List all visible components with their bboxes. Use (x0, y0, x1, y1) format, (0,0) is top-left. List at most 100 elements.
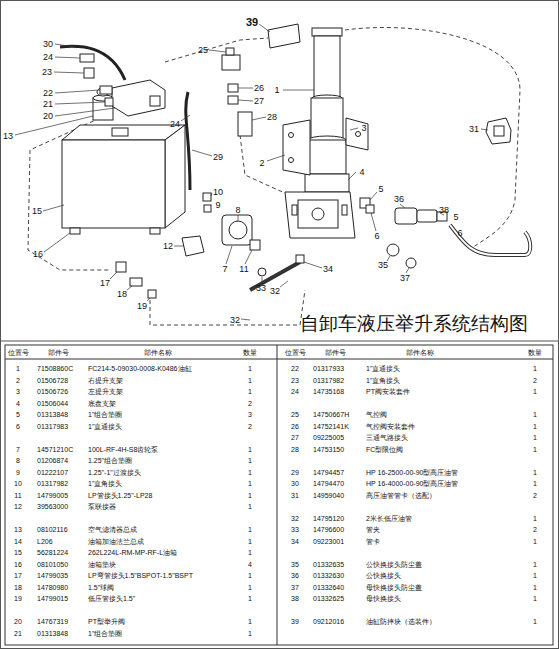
table-cell: 14780980 (37, 583, 68, 590)
table-cell: 2 (248, 422, 252, 429)
table-cell: 14959040 (313, 491, 344, 498)
table-cell: 1 (533, 411, 537, 418)
table-cell: 01317982 (37, 480, 68, 487)
table-cell: 56281224 (37, 549, 68, 556)
table-cell: 09225005 (313, 434, 344, 441)
callout-number: 11 (239, 265, 248, 274)
callout-number: 30 (43, 40, 53, 49)
table-cell: 2 (533, 376, 537, 383)
table-cell: 低压管接头1.5" (88, 595, 135, 602)
table-cell: 1 (248, 388, 252, 395)
table-cell: 1"直通接头 (366, 365, 400, 372)
table-cell: 01506728 (37, 376, 68, 383)
table-cell: 30 (291, 480, 299, 487)
callout-number: 7 (222, 265, 227, 274)
table-cell: 三通气路接头 (366, 434, 408, 441)
table-cell: 公快换接头 (366, 572, 401, 579)
table-cell: 20 (14, 618, 22, 625)
table-cell: 01222107 (37, 468, 68, 475)
table-cell: 1 (248, 629, 252, 636)
table-header: 位置号 (285, 349, 306, 356)
callout-number: 6 (374, 232, 379, 241)
table-cell: 1 (248, 376, 252, 383)
table-cell: 33 (291, 526, 299, 533)
table-cell: 1"直角接头 (366, 376, 400, 383)
callout-number: 13 (3, 132, 13, 141)
table-cell: 1 (248, 572, 252, 579)
callout-number: 36 (394, 195, 404, 204)
table-cell: 1 (533, 365, 537, 372)
table-cell: 右提升支架 (88, 376, 123, 383)
table-cell: 14794457 (313, 468, 344, 475)
table-cell: 5 (16, 411, 20, 418)
table-cell: 262L224L-RM-MP-RF-L油箱 (88, 549, 177, 556)
table-cell: 34 (291, 537, 299, 544)
table-cell: 1 (533, 422, 537, 429)
callout-number: 24 (43, 53, 53, 62)
callout-number: 12 (163, 242, 173, 251)
callout-number: 25 (198, 46, 208, 55)
callout-number: 9 (215, 201, 220, 210)
table-cell: 1 (248, 445, 252, 452)
table-cell: 09223001 (313, 537, 344, 544)
table-cell: 35 (291, 560, 299, 567)
table-cell: 23 (291, 376, 299, 383)
table-cell: 2 (16, 376, 20, 383)
callout-number: 22 (43, 89, 53, 98)
table-cell: 01506726 (37, 388, 68, 395)
callout-number: 39 (246, 17, 258, 28)
table-cell: 1 (248, 491, 252, 498)
table-cell: 1 (533, 388, 537, 395)
table-header: 部件号 (325, 349, 346, 356)
callout-number: 10 (213, 188, 223, 197)
table-cell: 14795120 (313, 514, 344, 521)
table-cell: 气控阀 (366, 411, 387, 418)
table-cell: 01206874 (37, 457, 68, 464)
callout-number: 29 (213, 153, 223, 162)
table-cell: 08101050 (37, 560, 68, 567)
table-cell: 底盘支架 (88, 399, 116, 406)
table-header: 部件名称 (406, 349, 434, 356)
table-cell: 1"组合垫圈 (88, 629, 122, 636)
callout-number: 5 (453, 213, 458, 222)
table-cell: 10 (14, 480, 22, 487)
table-cell: 19 (14, 595, 22, 602)
table-cell: 01332640 (313, 583, 344, 590)
table-cell: 1 (533, 595, 537, 602)
callout-number: 38 (439, 206, 449, 215)
callout-number: 37 (400, 274, 410, 283)
table-cell: 1 (533, 583, 537, 590)
table-cell: 1.5"球阀 (88, 583, 114, 590)
table-cell: 1 (533, 468, 537, 475)
table-cell: 14799015 (37, 595, 68, 602)
table-cell: 1 (248, 537, 252, 544)
callout-number: 32 (230, 316, 240, 325)
table-cell: 1 (533, 480, 537, 487)
table-cell: 1 (248, 526, 252, 533)
table-cell: FC214-5-09030-0008-K0486油缸 (88, 365, 192, 372)
table-cell: 09212016 (313, 618, 344, 625)
table-cell: 14750667H (313, 411, 349, 418)
callout-number: 34 (323, 265, 333, 274)
callout-number: 17 (100, 279, 110, 288)
table-cell: 1"直通接头 (88, 422, 122, 429)
table-cell: 空气滤清器总成 (88, 526, 137, 533)
table-cell: 高压油管管卡（选配） (366, 491, 436, 498)
callout-number: 18 (117, 290, 127, 299)
table-cell: 1"组合垫圈 (88, 411, 122, 418)
callout-number: 32 (270, 287, 280, 296)
table-cell: 2 (533, 491, 537, 498)
table-cell: 1 (248, 549, 252, 556)
table-cell: 14752141K (313, 422, 349, 429)
callout-number: 1 (274, 86, 279, 95)
table-cell: 18 (14, 583, 22, 590)
table-cell: 37 (291, 583, 299, 590)
callout-number: 5 (378, 185, 383, 194)
callout-number: 6 (457, 229, 462, 238)
table-cell: 母快换接头 (366, 595, 401, 602)
table-cell: 1 (248, 595, 252, 602)
table-cell: 1 (533, 434, 537, 441)
table-cell: 01332630 (313, 572, 344, 579)
table-header: 部件号 (48, 349, 69, 356)
